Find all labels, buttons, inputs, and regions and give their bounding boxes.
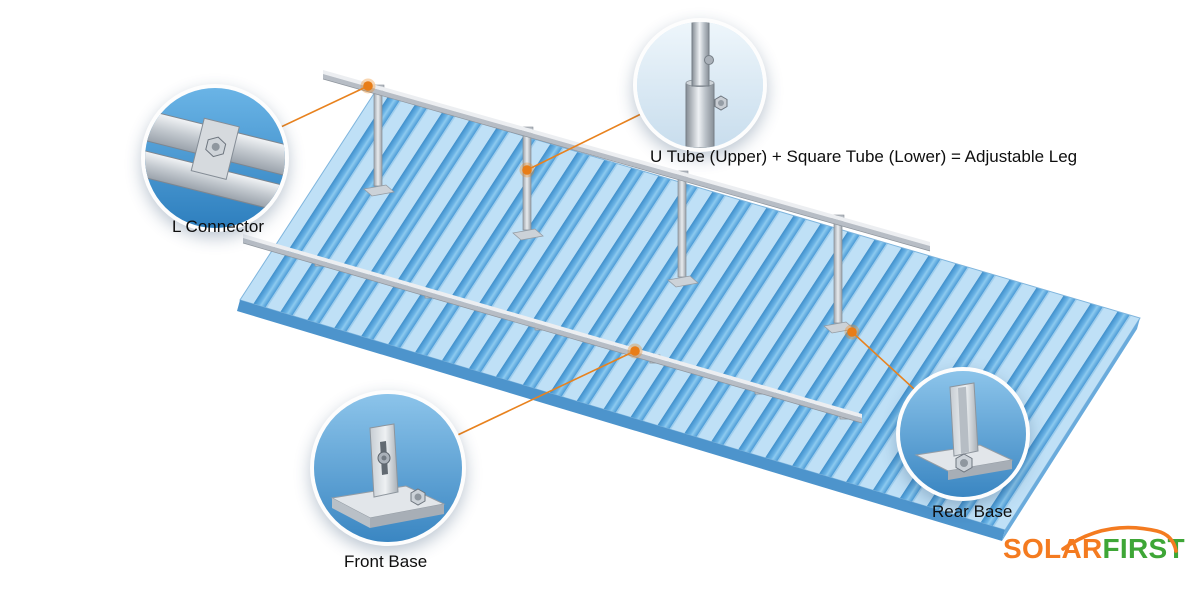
adjustable-leg-detail-bubble bbox=[633, 18, 767, 152]
rear-base-detail-art bbox=[900, 371, 1026, 497]
callout-dots bbox=[360, 78, 860, 359]
front-base-detail-bubble bbox=[310, 390, 466, 546]
adjustable-leg-label: U Tube (Upper) + Square Tube (Lower) = A… bbox=[650, 147, 1078, 166]
logo-first-text: FIRST bbox=[1102, 533, 1185, 564]
front-base-label: Front Base bbox=[344, 552, 428, 571]
u-tube-upper bbox=[691, 22, 710, 87]
adjustable-leg-detail-art bbox=[637, 22, 763, 148]
callout-dot-rear-base bbox=[844, 324, 860, 340]
rear-base-detail-bubble bbox=[896, 367, 1030, 501]
adjustable-leg-1 bbox=[363, 84, 395, 197]
bolt-icon bbox=[704, 55, 714, 65]
roof-fascia-right bbox=[1002, 318, 1140, 541]
logo-solar-text: SOLAR bbox=[1003, 533, 1103, 564]
rear-base-label: Rear Base bbox=[932, 502, 1013, 521]
square-tube-lower bbox=[685, 81, 715, 148]
l-connector-label: L Connector bbox=[172, 217, 264, 236]
roof-fascia-front bbox=[237, 300, 1005, 541]
callout-dot-adjustable-leg bbox=[519, 162, 535, 178]
rear-rail bbox=[322, 70, 931, 252]
front-rail bbox=[242, 234, 863, 424]
front-base-detail-art bbox=[314, 394, 462, 542]
l-connector-detail-art bbox=[145, 88, 285, 228]
l-connector-detail-bubble bbox=[141, 84, 289, 232]
adjustable-leg-2 bbox=[512, 126, 544, 241]
callout-dot-l-connector bbox=[360, 78, 376, 94]
callout-dot-front-base bbox=[627, 343, 643, 359]
logo-text: SOLAR FIRST bbox=[1003, 533, 1185, 565]
solarfirst-logo: SOLAR FIRST bbox=[1003, 525, 1185, 565]
